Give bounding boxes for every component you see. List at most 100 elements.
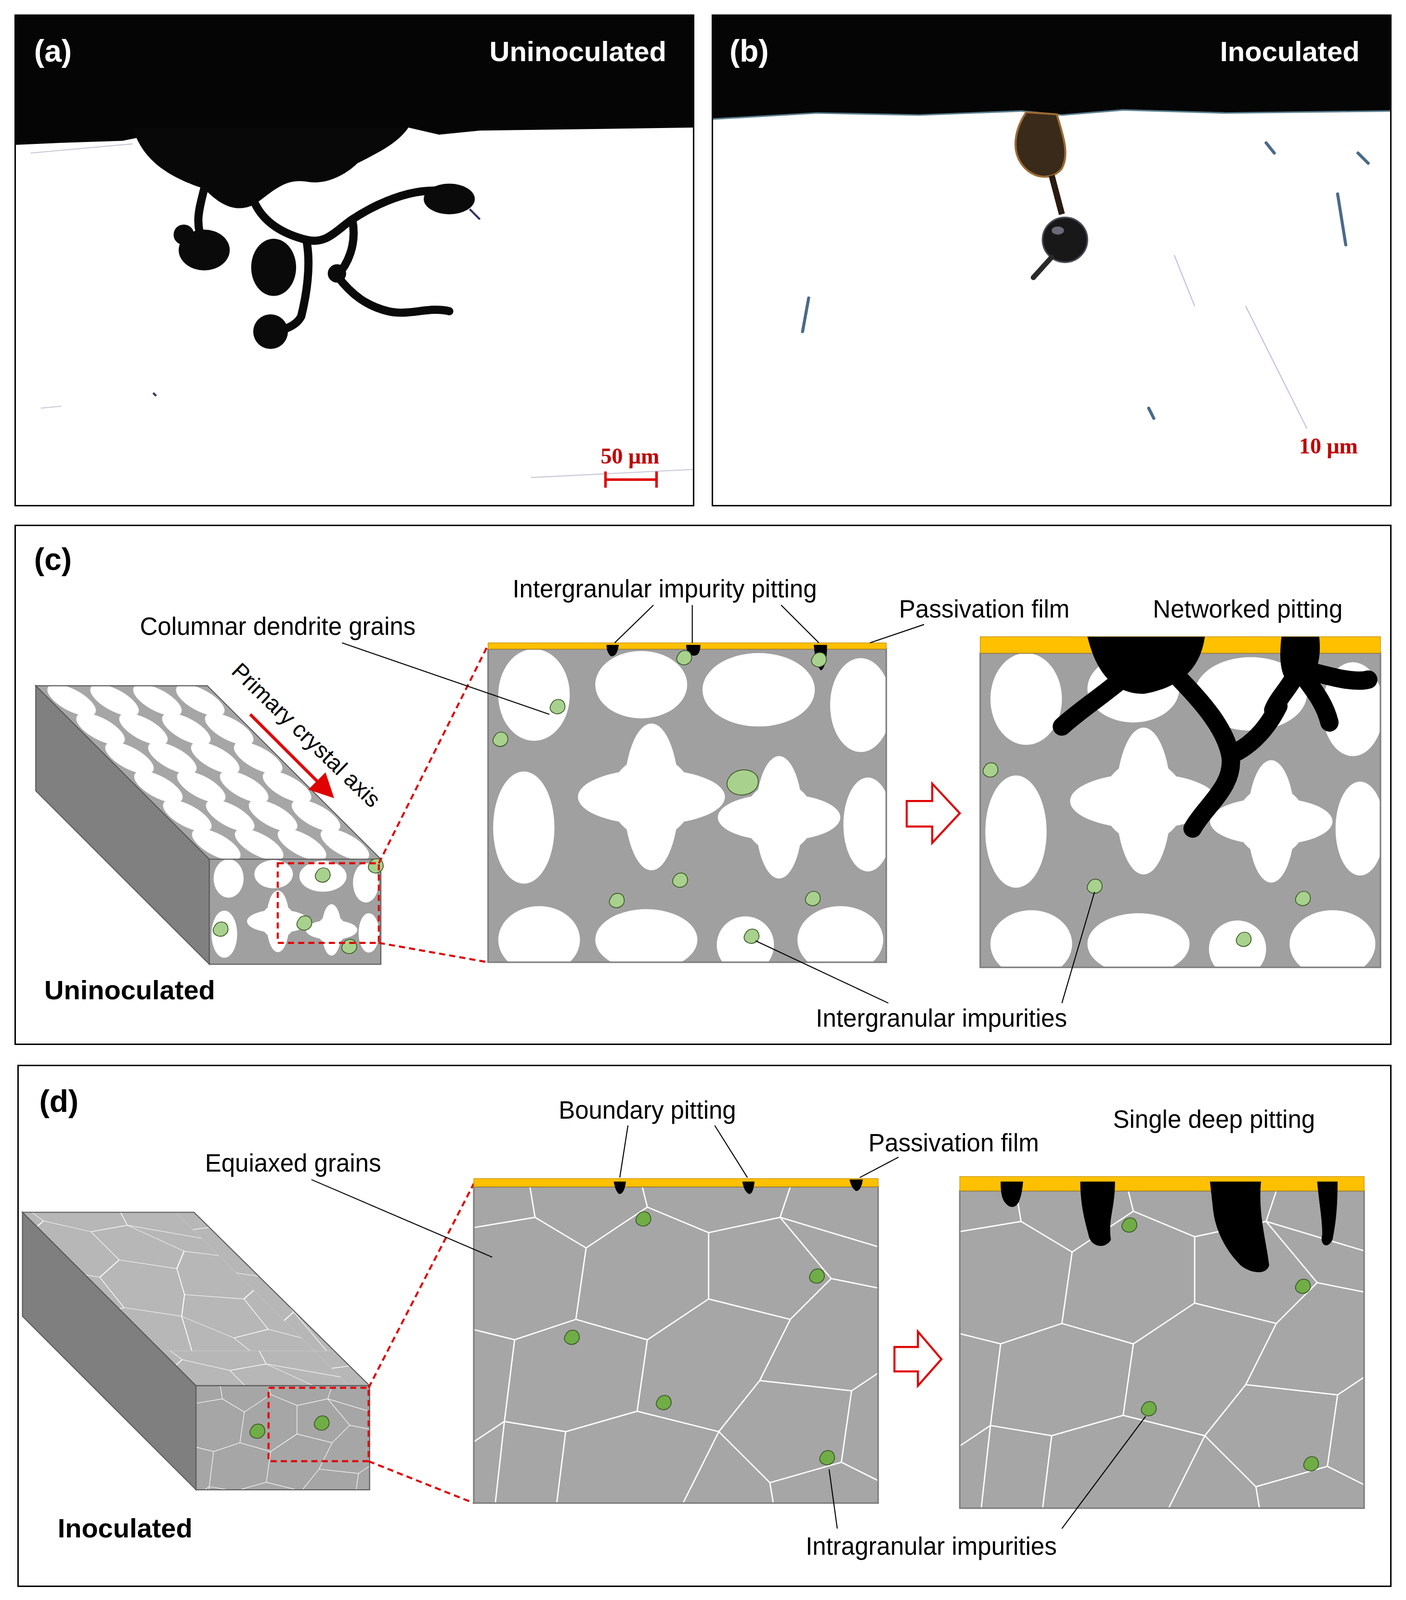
leader-line xyxy=(1061,1416,1146,1529)
dendrite-zoom xyxy=(811,652,827,668)
axis-label: Primary crystal axis xyxy=(227,658,386,813)
micrograph-b xyxy=(802,143,1369,419)
micrograph-b xyxy=(1033,257,1052,278)
networked-zoom xyxy=(1295,891,1311,907)
dendrite-zoom xyxy=(805,891,821,907)
callout-label: Passivation film xyxy=(868,1130,1039,1158)
micrograph-b xyxy=(1174,255,1308,429)
micrograph-a xyxy=(15,15,694,506)
leader-line xyxy=(614,605,654,643)
panel-title: Uninoculated xyxy=(489,36,667,67)
columnar-block xyxy=(0,686,490,874)
panel-letter: (a) xyxy=(34,34,72,68)
dendrite-zoom xyxy=(676,650,692,665)
callout-label: Single deep pitting xyxy=(1113,1106,1316,1134)
micrograph-b xyxy=(712,15,1391,506)
leader-line xyxy=(691,605,693,643)
equiaxed-block xyxy=(22,1212,370,1386)
grain-zoom xyxy=(849,1180,863,1192)
networked-zoom xyxy=(1087,879,1103,894)
micrograph-b xyxy=(1148,408,1155,419)
leader-line xyxy=(714,1125,748,1178)
dendrite-zoom xyxy=(488,649,887,963)
deep-pit-zoom xyxy=(959,1191,1365,1509)
deep-pit-zoom xyxy=(1000,1182,1024,1208)
deep-pit-zoom xyxy=(959,1176,1368,1518)
leader-line xyxy=(311,1125,1146,1529)
callout-label: Networked pitting xyxy=(1152,596,1343,624)
callout-label: Boundary pitting xyxy=(558,1097,737,1125)
equiaxed-block xyxy=(195,1386,370,1491)
grain-zoom xyxy=(809,1269,825,1284)
columnar-block xyxy=(341,939,357,954)
networked-zoom xyxy=(980,653,1381,968)
panel-letter: (d) xyxy=(39,1084,79,1119)
leader-line xyxy=(829,1470,838,1530)
columnar-block xyxy=(0,686,490,874)
scale-bar xyxy=(605,471,657,488)
networked-zoom xyxy=(1280,637,1320,687)
networked-zoom xyxy=(980,653,1381,968)
micrograph-a xyxy=(173,224,194,245)
callout-label: Intergranular impurity pitting xyxy=(512,575,817,603)
micrograph-a xyxy=(153,209,481,397)
callout-label: Passivation film xyxy=(898,596,1070,624)
micrograph-a xyxy=(132,127,409,209)
grain-zoom xyxy=(742,1182,755,1195)
deep-pit-zoom xyxy=(959,1191,1365,1509)
micrograph-a xyxy=(253,314,288,350)
deep-pit-zoom xyxy=(1303,1457,1319,1472)
dendrite-zoom xyxy=(672,873,688,888)
deep-pit-zoom xyxy=(1317,1182,1338,1246)
leader-line xyxy=(311,1180,493,1258)
micrograph-a xyxy=(15,15,694,506)
dendrite-zoom xyxy=(609,893,625,909)
dendrite-zoom xyxy=(488,649,887,963)
deep-pit-zoom xyxy=(1121,1218,1137,1233)
leader-line xyxy=(781,605,819,643)
panel-title: Inoculated xyxy=(57,1513,193,1544)
columnar-block xyxy=(277,863,379,943)
panel-title: Inoculated xyxy=(1220,36,1360,67)
panel-title: Uninoculated xyxy=(44,975,216,1006)
networked-zoom xyxy=(1061,663,1368,829)
panel-letter: (c) xyxy=(34,542,72,577)
grain-zoom xyxy=(819,1450,835,1466)
grain-zoom xyxy=(473,1178,883,1514)
deep-pit-zoom xyxy=(1080,1182,1116,1247)
hollow-arrow xyxy=(906,783,960,844)
grain-zoom xyxy=(564,1330,580,1345)
micrograph-b xyxy=(712,15,1391,506)
scale-label: 50 μm xyxy=(600,444,660,469)
callout-label: Columnar dendrite grains xyxy=(139,613,416,641)
micrograph-a xyxy=(251,238,297,297)
leader-line xyxy=(1061,892,1095,1004)
micrograph-a xyxy=(173,183,475,350)
networked-zoom xyxy=(983,763,999,778)
leader-line xyxy=(859,1157,899,1178)
networked-zoom xyxy=(980,637,1389,980)
figure-panel: (b)Inoculated xyxy=(711,14,1392,507)
grain-zoom xyxy=(656,1395,672,1411)
deep-pit-zoom xyxy=(1295,1279,1311,1294)
callout-label: Equiaxed grains xyxy=(205,1150,382,1178)
columnar-block xyxy=(378,645,489,963)
networked-zoom xyxy=(980,653,1381,968)
leader-line xyxy=(755,941,889,1004)
micrograph-b xyxy=(1051,226,1064,235)
micrograph-a xyxy=(30,143,694,478)
equiaxed-block xyxy=(314,1416,330,1431)
dendrite-zoom xyxy=(549,699,565,715)
deep-pit-zoom xyxy=(1141,1402,1157,1417)
grain-zoom xyxy=(473,1186,879,1504)
leader-line xyxy=(870,624,925,643)
columnar-block xyxy=(209,859,381,965)
micrograph-a xyxy=(198,188,470,332)
deep-pit-zoom xyxy=(1210,1182,1270,1273)
grain-zoom xyxy=(636,1211,651,1227)
micrograph-a xyxy=(423,183,475,215)
grain-zoom xyxy=(473,1178,879,1187)
leader-line xyxy=(341,605,1095,1004)
